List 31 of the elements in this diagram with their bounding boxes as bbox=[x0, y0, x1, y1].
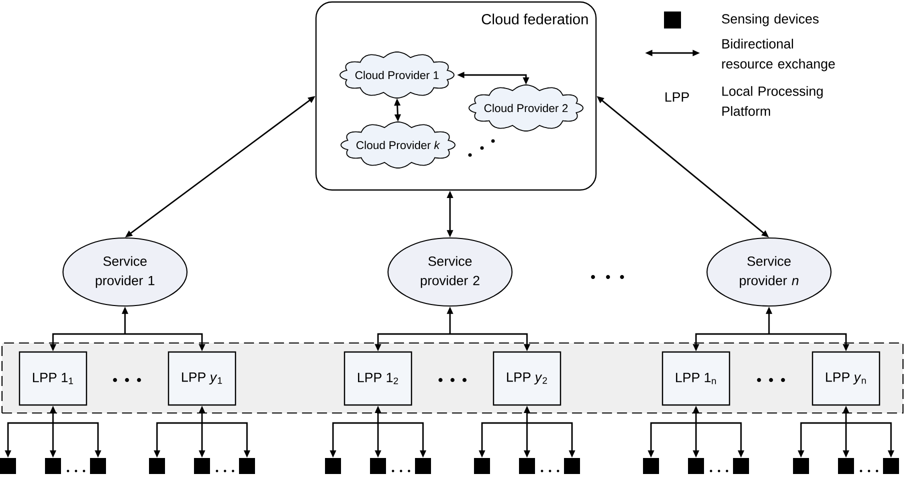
sensor-square bbox=[564, 458, 580, 474]
sensor-square bbox=[0, 458, 16, 474]
ellipse-node: Service provider n bbox=[706, 237, 832, 307]
process-box: LPP y$_{2}$ bbox=[492, 351, 562, 406]
legend-key: LPP bbox=[666, 92, 689, 102]
process-box: LPP y$_{n}$ bbox=[812, 351, 880, 406]
sensor-square bbox=[733, 458, 749, 474]
legend-text: Sensing devices bbox=[722, 14, 819, 26]
sensor-square bbox=[415, 458, 431, 474]
sensor-square bbox=[370, 458, 386, 474]
sensor-square bbox=[194, 458, 210, 474]
sensor-square bbox=[325, 458, 341, 474]
ellipse-node: Service provider 1 bbox=[62, 237, 188, 307]
sensor-square bbox=[239, 458, 255, 474]
process-box: LPP 1$_{n}$ bbox=[662, 351, 730, 406]
sensor-square bbox=[838, 458, 854, 474]
sensor-square bbox=[149, 458, 165, 474]
legend-text: Bidirectional resource exchange bbox=[722, 38, 835, 72]
process-box: LPP 1$_{2}$ bbox=[344, 351, 412, 406]
sensor-square bbox=[883, 458, 899, 474]
sensor-square bbox=[519, 458, 535, 474]
sensor-square bbox=[90, 458, 106, 474]
sensor-square bbox=[474, 458, 490, 474]
legend-text: Local Processing Platform bbox=[722, 86, 823, 116]
process-box: LPP y$_{1}$ bbox=[168, 351, 236, 406]
sensor-square bbox=[688, 458, 704, 474]
sensor-square bbox=[45, 458, 61, 474]
process-box: LPP 1$_{1}$ bbox=[18, 351, 88, 406]
sensor-square bbox=[793, 458, 809, 474]
ellipse-node: Service provider 2 bbox=[387, 237, 513, 307]
sensor-square bbox=[643, 458, 659, 474]
